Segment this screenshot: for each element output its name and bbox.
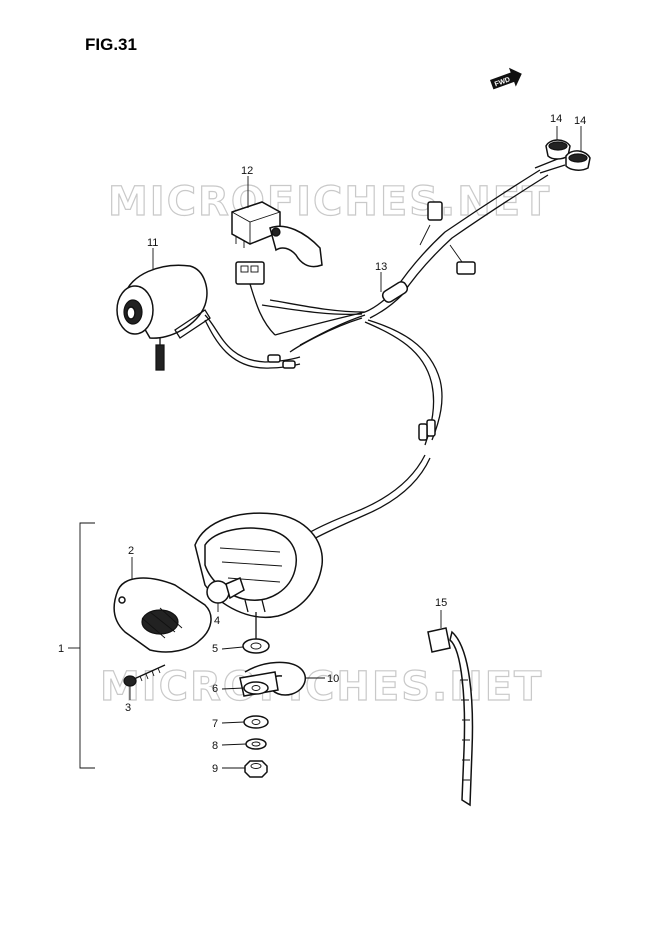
callout-10: 10 xyxy=(327,673,339,685)
fwd-arrow-icon: FWD xyxy=(490,67,522,90)
callout-4: 4 xyxy=(214,615,220,627)
part-7-washer xyxy=(243,715,269,729)
callout-6: 6 xyxy=(212,683,218,695)
callout-1: 1 xyxy=(58,643,64,655)
part-5-washer xyxy=(242,638,270,654)
watermark-bottom: MICROFICHES.NET xyxy=(100,664,543,710)
part-12-relay xyxy=(231,201,323,268)
callout-15: 15 xyxy=(435,597,447,609)
watermark-top: MICROFICHES.NET xyxy=(108,179,551,225)
part-8-lock-washer xyxy=(245,738,267,750)
part-11-lamp xyxy=(116,264,301,371)
leader-lines xyxy=(68,126,582,769)
callout-3: 3 xyxy=(125,702,131,714)
callout-13: 13 xyxy=(375,261,387,273)
part-14-grommet-b xyxy=(565,150,591,171)
part-3-screw xyxy=(123,664,166,687)
part-4-bulb xyxy=(206,576,245,604)
callout-2: 2 xyxy=(128,545,134,557)
callout-7: 7 xyxy=(212,718,218,730)
callout-8: 8 xyxy=(212,740,218,752)
callout-14b: 14 xyxy=(574,115,586,127)
callout-9: 9 xyxy=(212,763,218,775)
callout-12: 12 xyxy=(241,165,253,177)
figure-title: FIG.31 xyxy=(85,35,137,54)
part-15-cable-tie xyxy=(427,627,474,807)
part-9-nut xyxy=(244,760,268,778)
part-2-lens xyxy=(113,577,212,653)
callout-11: 11 xyxy=(147,237,158,249)
part-14-grommet-a xyxy=(545,139,571,160)
connector-block xyxy=(235,261,276,336)
callout-5: 5 xyxy=(212,643,218,655)
callout-14a: 14 xyxy=(550,113,562,125)
part-6-washer xyxy=(243,681,269,695)
wiring-harness xyxy=(261,157,566,542)
